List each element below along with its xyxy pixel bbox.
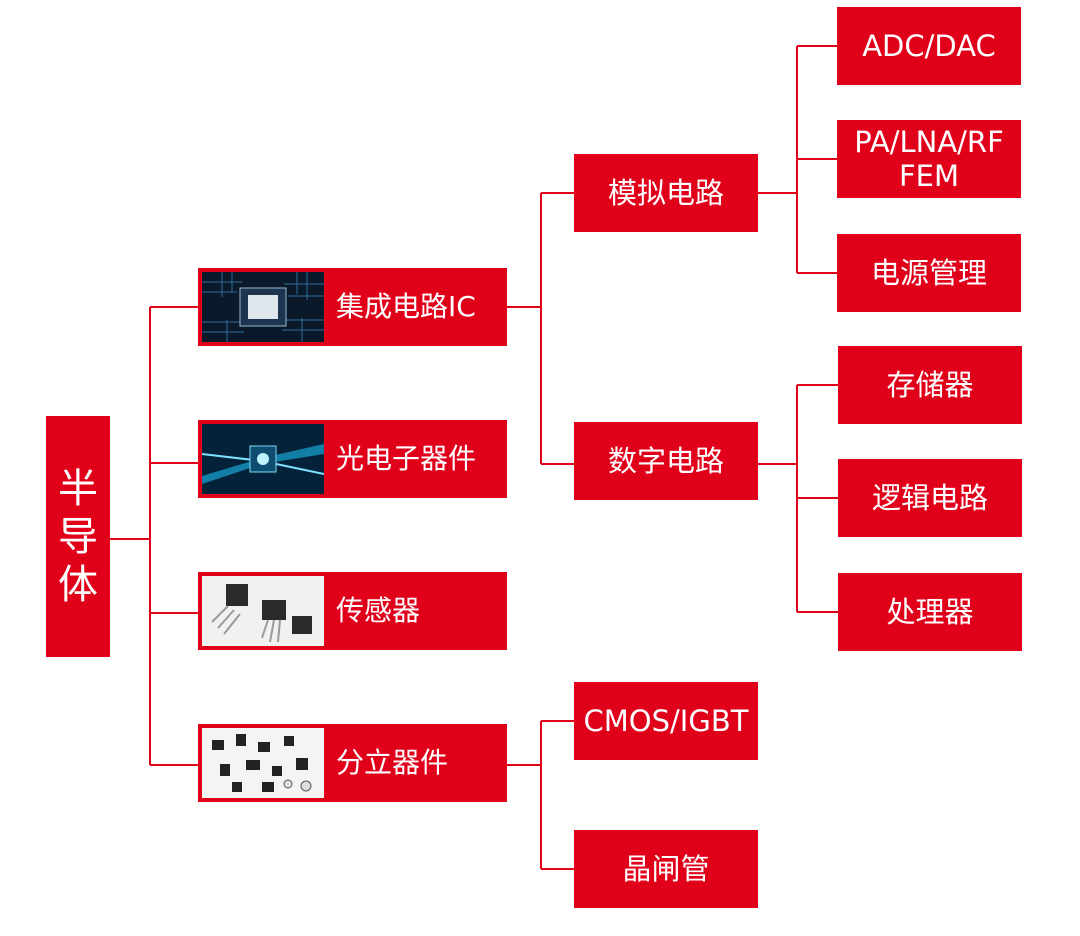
- node-adc-dac: ADC/DAC: [837, 7, 1021, 85]
- node-label: 处理器: [886, 595, 974, 629]
- node-thyristor: 晶闸管: [574, 830, 758, 908]
- node-logic-circuit: 逻辑电路: [838, 459, 1022, 537]
- chip-photo-icon: [202, 272, 324, 342]
- sensor-photo-icon: [202, 576, 324, 646]
- node-label: 数字电路: [607, 444, 724, 478]
- node-memory: 存储器: [838, 346, 1022, 424]
- node-integrated-circuit: 集成电路IC: [198, 268, 507, 346]
- node-label: 光电子器件: [336, 442, 477, 475]
- node-digital-circuit: 数字电路: [574, 422, 758, 500]
- node-label: 模拟电路: [607, 176, 724, 210]
- node-pa-lna-rf-fem: PA/LNA/RF FEM: [837, 120, 1021, 198]
- node-label: 传感器: [336, 594, 421, 627]
- node-analog-circuit: 模拟电路: [574, 154, 758, 232]
- node-label: 电源管理: [870, 256, 987, 290]
- node-label: PA/LNA/RF FEM: [854, 125, 1004, 193]
- node-label: 存储器: [886, 368, 974, 402]
- node-cmos-igbt: CMOS/IGBT: [574, 682, 758, 760]
- optoelectronic-photo-icon: [202, 424, 324, 494]
- node-label: 晶闸管: [622, 852, 710, 886]
- node-label: 逻辑电路: [871, 481, 988, 515]
- node-label: 集成电路IC: [336, 290, 476, 323]
- node-label: CMOS/IGBT: [583, 704, 749, 738]
- node-label: ADC/DAC: [862, 29, 996, 63]
- node-processor: 处理器: [838, 573, 1022, 651]
- node-label: 分立器件: [336, 746, 449, 779]
- discrete-components-photo-icon: [202, 728, 324, 798]
- root-node-semiconductor: 半 导 体: [46, 416, 110, 657]
- node-power-management: 电源管理: [837, 234, 1021, 312]
- node-sensor: 传感器: [198, 572, 507, 650]
- node-optoelectronic: 光电子器件: [198, 420, 507, 498]
- root-label: 半 导 体: [58, 465, 98, 608]
- node-discrete-devices: 分立器件: [198, 724, 507, 802]
